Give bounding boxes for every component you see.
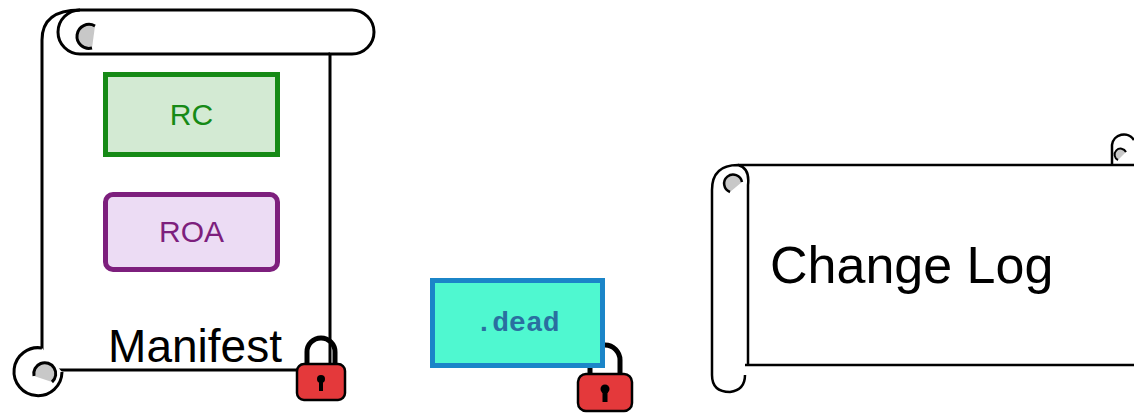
node-label: Change Log [748, 235, 1053, 295]
manifest-scroll [14, 10, 374, 396]
node-label: ROA [159, 215, 224, 249]
changelog-scroll [712, 134, 1134, 392]
manifest-scroll: Manifest RC ROA [42, 10, 332, 372]
changelog-scroll: Change Log [748, 167, 1134, 363]
dead-file-box: .dead [430, 278, 605, 368]
node-label: RC [170, 98, 213, 132]
rc-box: RC [103, 72, 280, 157]
roa-box: ROA [103, 192, 280, 272]
node-label: .dead [475, 308, 559, 339]
padlock-icon [297, 338, 345, 400]
node-label: Manifest [58, 318, 332, 374]
